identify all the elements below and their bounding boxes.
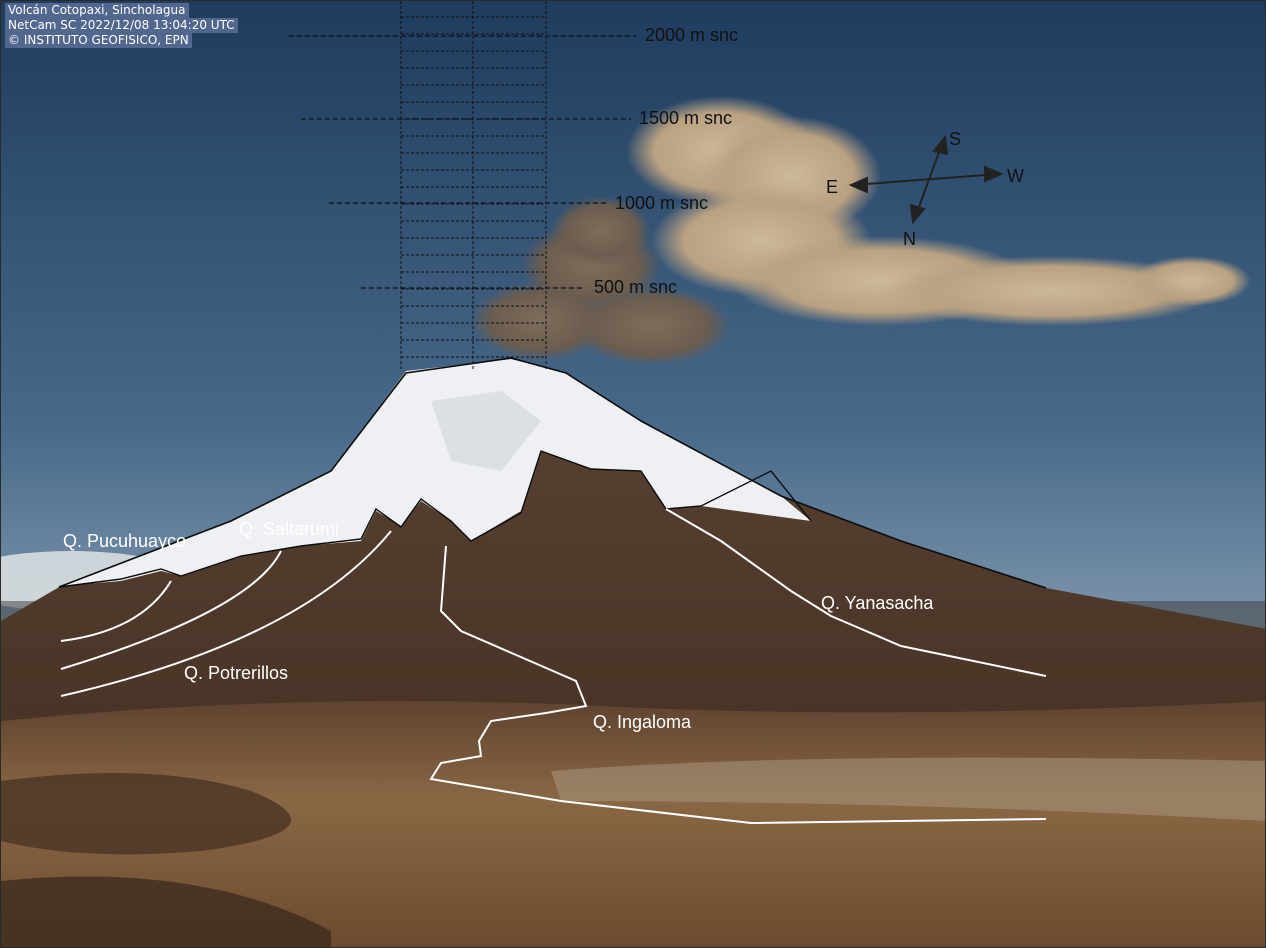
- hill-left: [1, 773, 291, 855]
- label-pucuhuayco: Q. Pucuhuayco: [63, 531, 186, 551]
- drainage-ingaloma-line: [429, 545, 1047, 825]
- compass-rose: [848, 134, 1004, 225]
- label-1000m: 1000 m snc: [615, 193, 708, 213]
- label-ingaloma: Q. Ingaloma: [593, 712, 692, 732]
- label-saltarumi: Q. Saltarumi: [239, 519, 339, 539]
- compass-east: E: [826, 177, 838, 197]
- drainage-potrerillos-line: [60, 530, 392, 697]
- compass-south: S: [949, 129, 961, 149]
- label-potrerillos: Q. Potrerillos: [184, 663, 288, 683]
- drainage-yanasacha-line: [665, 508, 1047, 677]
- compass-north: N: [903, 229, 916, 249]
- ash-plume: [471, 96, 1251, 366]
- crater-outline: [58, 357, 1047, 589]
- overlay-line-1: Volcán Cotopaxi, Sincholagua: [5, 3, 189, 18]
- label-yanasacha: Q. Yanasacha: [821, 593, 934, 613]
- label-2000m: 2000 m snc: [645, 25, 738, 45]
- overlay-line-2: NetCam SC 2022/12/08 13:04:20 UTC: [5, 18, 238, 33]
- overlay-line-3: © INSTITUTO GEOFISICO, EPN: [5, 33, 192, 48]
- drainage-saltarumi-line: [60, 550, 282, 670]
- drainage-pucuhuayco-line: [60, 580, 172, 642]
- snowline-outline: [58, 450, 812, 588]
- height-scale: [289, 1, 636, 369]
- label-1500m: 1500 m snc: [639, 108, 732, 128]
- label-500m: 500 m snc: [594, 277, 677, 297]
- hill-foreground: [1, 876, 331, 947]
- lahar-deposit: [551, 757, 1265, 821]
- camera-overlay: Volcán Cotopaxi, Sincholagua NetCam SC 2…: [5, 3, 238, 48]
- compass-west: W: [1007, 166, 1024, 186]
- snow-cap: [61, 359, 811, 586]
